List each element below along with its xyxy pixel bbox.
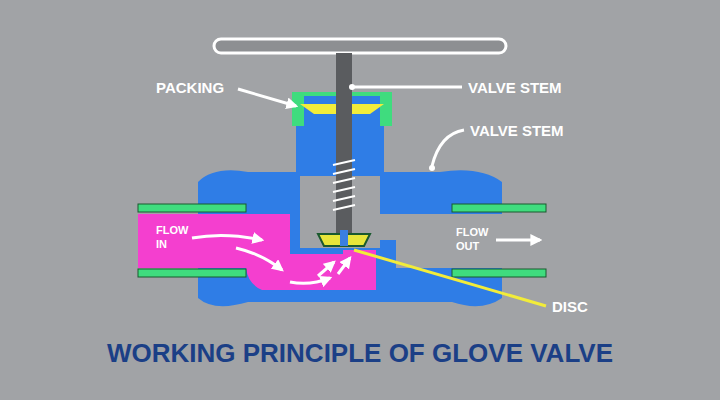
thread-stroke <box>333 187 355 192</box>
flow-arrow <box>290 278 330 283</box>
leader-line <box>238 89 296 106</box>
inlet-pipe-wall <box>138 204 246 212</box>
thread-stroke <box>333 169 355 174</box>
stem-threads <box>333 160 355 210</box>
flow-arrow <box>318 262 334 276</box>
thread-stroke <box>333 205 355 210</box>
outlet-pipe-wall <box>452 204 546 212</box>
handwheel <box>214 39 506 53</box>
diagram-title: WORKING PRINCIPLE OF GLOVE VALVE <box>0 338 720 369</box>
part-label: DISC <box>552 298 588 315</box>
inlet-pipe-wall <box>138 269 246 277</box>
thread-stroke <box>333 196 355 201</box>
valve-stem <box>336 53 352 239</box>
thread-stroke <box>333 160 355 165</box>
outlet-passage <box>378 214 548 268</box>
leader-line <box>354 250 546 306</box>
flow-label: FLOW IN <box>156 224 196 252</box>
leader-line <box>354 86 462 89</box>
part-label: PACKING <box>156 79 224 96</box>
flow-arrow <box>192 235 262 240</box>
flow-label: FLOW OUT <box>456 226 494 254</box>
flow-arrow <box>338 258 350 274</box>
part-label: VALVE STEM <box>468 79 562 96</box>
leader-dot <box>349 84 355 90</box>
flow-out-arrow <box>496 239 540 242</box>
outlet-pipe-wall <box>452 269 546 277</box>
leader-line <box>432 130 464 166</box>
part-label: VALVE STEM <box>470 122 564 139</box>
leader-dot <box>429 165 435 171</box>
disc-nut <box>340 230 348 246</box>
flow-arrow <box>236 248 282 270</box>
thread-stroke <box>333 178 355 183</box>
